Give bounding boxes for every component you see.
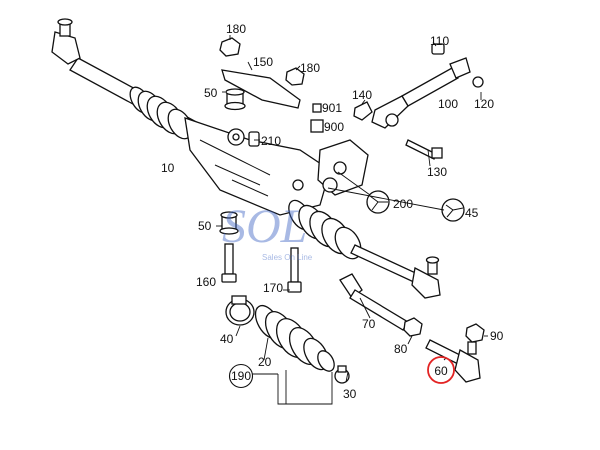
label-190: 190: [231, 369, 251, 383]
cap-900: [310, 119, 324, 133]
inner-tie-rod-70: [339, 273, 409, 331]
watermark-logo: SOL: [222, 200, 307, 253]
mounting-bracket: [221, 69, 301, 109]
clamp-45: [441, 198, 465, 222]
steering-rack-assembly: [51, 18, 441, 299]
label-190-circle: 190: [228, 363, 254, 389]
label-150: 150: [253, 55, 273, 69]
label-40: 40: [220, 332, 234, 346]
bellows-boot-20: [254, 304, 335, 372]
label-110: 110: [430, 34, 449, 48]
label-901: 901: [322, 101, 342, 115]
nut-180-upper: [219, 37, 241, 57]
bush-210: [227, 128, 260, 147]
cap-901: [312, 103, 322, 113]
label-180-right: 180: [300, 61, 320, 75]
watermark-tagline: Sales On Line: [262, 253, 313, 262]
nut-180-right: [285, 67, 305, 86]
rubber-mount-50-upper: [224, 88, 246, 111]
part-labels: 180 150 180 50 901 900 210 10 110 120 14…: [161, 22, 504, 401]
clamp-200: [366, 190, 390, 214]
bolt-170: [287, 247, 302, 293]
label-20: 20: [258, 355, 272, 369]
left-bellows: [129, 86, 193, 140]
tie-rod-end-60: [425, 339, 481, 383]
highlighted-part-60: 60: [427, 356, 455, 384]
label-90: 90: [490, 329, 504, 343]
intermediate-shaft: [371, 43, 484, 160]
nut-90: [465, 323, 485, 343]
hose-clamp-40: [225, 295, 255, 326]
highlight-ring: [427, 356, 455, 384]
rubber-mount-50-lower: [219, 211, 239, 235]
lock-nut-80: [403, 317, 423, 337]
label-30: 30: [343, 387, 357, 401]
label-10: 10: [161, 161, 175, 175]
label-900: 900: [324, 120, 344, 134]
seal-140: [353, 101, 373, 121]
label-70: 70: [362, 317, 376, 331]
leader-lines: [216, 35, 488, 405]
label-100: 100: [438, 97, 458, 111]
label-50-lower: 50: [198, 219, 212, 233]
label-60: 60: [434, 364, 448, 378]
label-45: 45: [465, 206, 479, 220]
label-180-top: 180: [226, 22, 246, 36]
label-160: 160: [196, 275, 216, 289]
label-80: 80: [394, 342, 408, 356]
label-170: 170: [263, 281, 283, 295]
label-210: 210: [261, 134, 281, 148]
label-200: 200: [393, 197, 413, 211]
label-140: 140: [352, 88, 372, 102]
label-50-upper: 50: [204, 86, 218, 100]
label-120: 120: [474, 97, 494, 111]
clamp-30: [334, 365, 350, 384]
watermark: SOL Sales On Line: [222, 200, 313, 262]
label-130: 130: [427, 165, 447, 179]
